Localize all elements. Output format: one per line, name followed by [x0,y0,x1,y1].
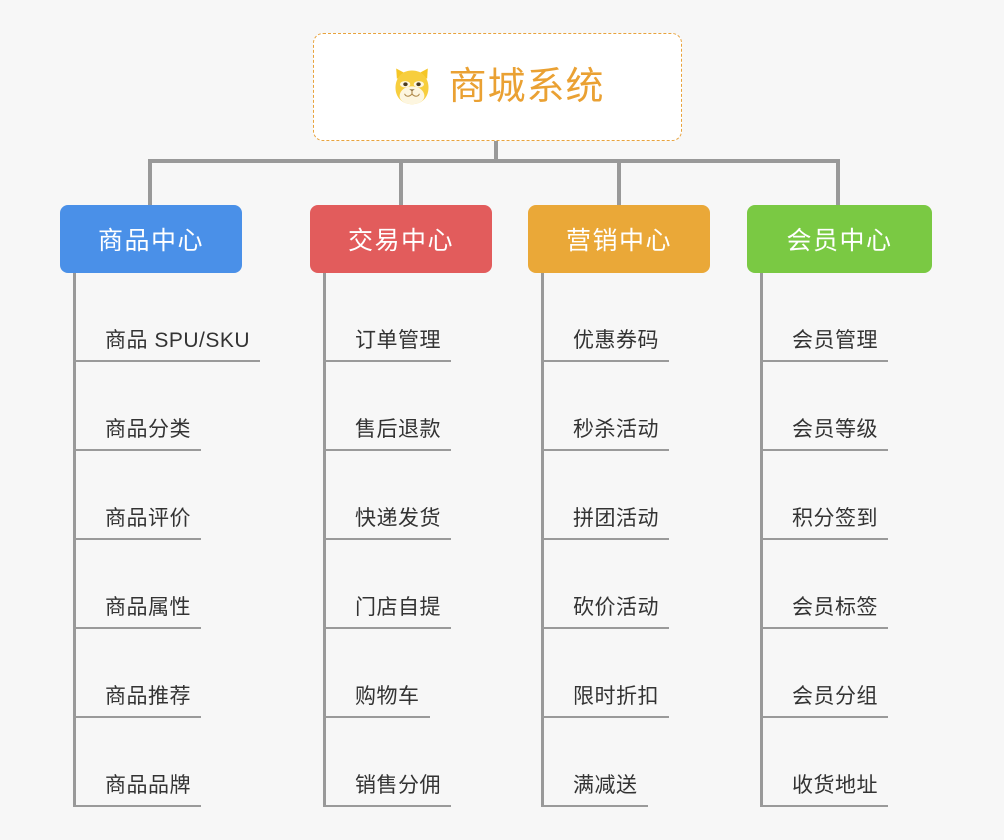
leaf-item[interactable]: 秒杀活动 [528,362,768,451]
leaf-label: 优惠券码 [573,329,659,352]
leaf-label: 拼团活动 [573,507,659,530]
root-node[interactable]: 商城系统 [313,33,682,141]
leaf-item[interactable]: 限时折扣 [528,629,768,718]
category-box-2[interactable]: 交易中心 [310,205,492,273]
root-connector-stem [494,141,498,161]
leaf-item[interactable]: 拼团活动 [528,451,768,540]
leaf-label: 销售分佣 [355,774,441,797]
category-box-1[interactable]: 商品中心 [60,205,242,273]
leaf-label: 售后退款 [355,418,441,441]
leaf-item[interactable]: 商品 SPU/SKU [60,273,300,362]
branch-column-1: 商品中心 商品 SPU/SKU 商品分类 商品评价 商品属性 商品推荐 商品品牌 [60,205,300,807]
leaf-item[interactable]: 收货地址 [747,718,987,807]
leaf-label: 砍价活动 [573,596,659,619]
leaf-list-2: 订单管理 售后退款 快递发货 门店自提 购物车 销售分佣 [310,273,550,807]
leaf-item[interactable]: 商品分类 [60,362,300,451]
leaf-label: 商品推荐 [105,685,191,708]
category-box-3[interactable]: 营销中心 [528,205,710,273]
category-box-4[interactable]: 会员中心 [747,205,932,273]
leaf-label: 商品评价 [105,507,191,530]
leaf-item[interactable]: 订单管理 [310,273,550,362]
leaf-item[interactable]: 售后退款 [310,362,550,451]
leaf-item[interactable]: 门店自提 [310,540,550,629]
leaf-label: 积分签到 [792,507,878,530]
leaf-item[interactable]: 会员标签 [747,540,987,629]
leaf-list-1: 商品 SPU/SKU 商品分类 商品评价 商品属性 商品推荐 商品品牌 [60,273,300,807]
leaf-item[interactable]: 会员等级 [747,362,987,451]
leaf-label: 秒杀活动 [573,418,659,441]
category-label-4: 会员中心 [786,227,893,255]
shiba-dog-face-icon [395,68,429,105]
leaf-item[interactable]: 快递发货 [310,451,550,540]
leaf-label: 购物车 [355,685,420,708]
leaf-item[interactable]: 会员分组 [747,629,987,718]
branch-drop-2 [399,159,403,207]
leaf-label: 会员标签 [792,596,878,619]
root-title: 商城系统 [448,66,605,108]
branch-connector-bar [148,159,840,163]
leaf-label: 商品分类 [105,418,191,441]
leaf-item[interactable]: 会员管理 [747,273,987,362]
leaf-label: 会员分组 [792,685,878,708]
leaf-label: 快递发货 [355,507,441,530]
branch-drop-1 [148,159,152,207]
leaf-label: 商品 SPU/SKU [105,329,251,352]
branch-drop-3 [617,159,621,207]
leaf-list-3: 优惠券码 秒杀活动 拼团活动 砍价活动 限时折扣 满减送 [528,273,768,807]
leaf-label: 限时折扣 [573,685,659,708]
branch-column-2: 交易中心 订单管理 售后退款 快递发货 门店自提 购物车 销售分佣 [310,205,550,807]
leaf-label: 商品品牌 [105,774,191,797]
leaf-label: 会员等级 [792,418,878,441]
branch-drop-4 [836,159,840,207]
leaf-item[interactable]: 满减送 [528,718,768,807]
branch-column-4: 会员中心 会员管理 会员等级 积分签到 会员标签 会员分组 收货地址 [747,205,987,807]
leaf-label: 商品属性 [105,596,191,619]
category-label-2: 交易中心 [347,227,454,255]
branch-column-3: 营销中心 优惠券码 秒杀活动 拼团活动 砍价活动 限时折扣 满减送 [528,205,768,807]
leaf-item[interactable]: 积分签到 [747,451,987,540]
category-label-3: 营销中心 [565,227,672,255]
leaf-item[interactable]: 商品推荐 [60,629,300,718]
leaf-item[interactable]: 商品评价 [60,451,300,540]
leaf-label: 会员管理 [792,329,878,352]
leaf-item[interactable]: 砍价活动 [528,540,768,629]
leaf-label: 满减送 [573,774,638,797]
leaf-item[interactable]: 优惠券码 [528,273,768,362]
category-label-1: 商品中心 [97,227,204,255]
leaf-item[interactable]: 商品属性 [60,540,300,629]
leaf-label: 收货地址 [792,774,878,797]
leaf-item[interactable]: 销售分佣 [310,718,550,807]
leaf-item[interactable]: 商品品牌 [60,718,300,807]
leaf-item[interactable]: 购物车 [310,629,550,718]
leaf-label: 门店自提 [355,596,441,619]
leaf-list-4: 会员管理 会员等级 积分签到 会员标签 会员分组 收货地址 [747,273,987,807]
leaf-label: 订单管理 [355,329,441,352]
